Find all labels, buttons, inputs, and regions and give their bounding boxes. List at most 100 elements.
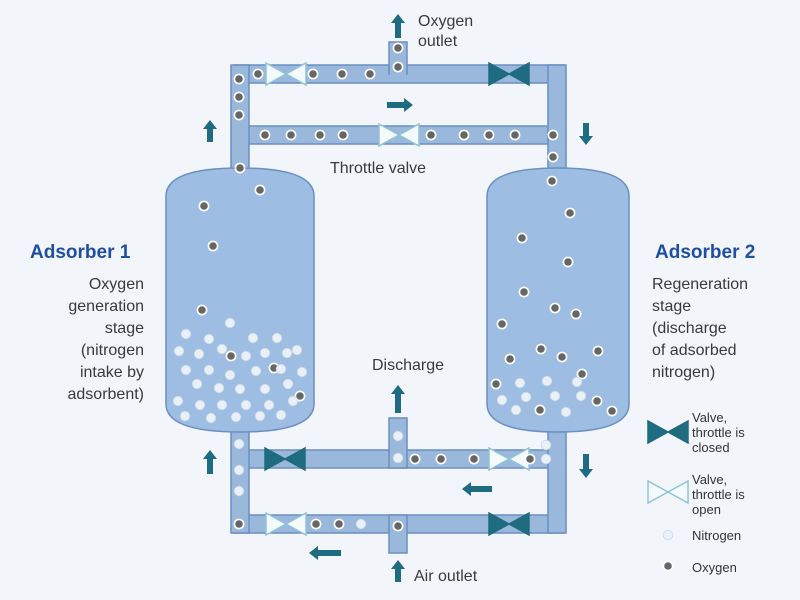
nitrogen-molecule [263, 399, 275, 411]
nitrogen-molecule [520, 391, 532, 403]
oxygen-molecule [547, 151, 559, 163]
oxygen-molecule [233, 518, 245, 530]
oxygen-molecule [564, 207, 576, 219]
adsorber-2-description: Regeneration stage (discharge of adsorbe… [652, 276, 749, 381]
nitrogen-molecule [172, 395, 184, 407]
pipe-joint [549, 66, 565, 82]
oxygen-molecule [207, 240, 219, 252]
nitrogen-molecule [247, 332, 259, 344]
molecules [172, 42, 674, 572]
oxygen-molecule [337, 129, 349, 141]
pipe-joint [549, 451, 565, 467]
oxygen-molecule [364, 68, 376, 80]
nitrogen-molecule [230, 411, 242, 423]
valves [264, 61, 689, 537]
oxygen-molecule [606, 405, 618, 417]
nitrogen-molecule [234, 383, 246, 395]
oxygen-molecule [547, 129, 559, 141]
nitrogen-molecule [180, 328, 192, 340]
oxygen-molecule [333, 518, 345, 530]
oxygen-molecule [504, 353, 516, 365]
nitrogen-molecule [213, 382, 225, 394]
oxygen-molecule [285, 129, 297, 141]
oxygen-molecule [198, 200, 210, 212]
valve-top-left-open [265, 61, 307, 87]
legend-valve-open-label: Valve, throttle is open [692, 472, 745, 517]
oxygen-molecule [535, 343, 547, 355]
adsorber-1-description: Oxygen generation stage (nitrogen intake… [67, 276, 145, 403]
nitrogen-molecule [275, 409, 287, 421]
oxygen-outlet-arrow [391, 14, 405, 38]
oxygen-molecule [458, 129, 470, 141]
right-down-arrow-top [579, 123, 593, 145]
nitrogen-molecule [571, 376, 583, 388]
oxygen-molecule [409, 453, 421, 465]
nitrogen-molecule [224, 369, 236, 381]
air-outlet-label: Air outlet [414, 568, 478, 585]
oxygen-molecule [233, 73, 245, 85]
nitrogen-molecule [549, 390, 561, 402]
nitrogen-molecule [233, 485, 245, 497]
nitrogen-molecule [575, 390, 587, 402]
nitrogen-molecule [250, 365, 262, 377]
oxygen-molecule [294, 390, 306, 402]
nitrogen-molecule [216, 343, 228, 355]
oxygen-outlet-label: Oxygen outlet [418, 13, 474, 50]
oxygen-molecule [314, 129, 326, 141]
nitrogen-molecule [541, 375, 553, 387]
oxygen-molecule [307, 68, 319, 80]
oxygen-molecule [233, 91, 245, 103]
left-up-arrow-bottom [203, 450, 217, 474]
nitrogen-molecule [224, 317, 236, 329]
nitrogen-molecule [540, 453, 552, 465]
top-flow-arrow [387, 98, 413, 112]
nitrogen-molecule [193, 348, 205, 360]
oxygen-molecule [496, 318, 508, 330]
oxygen-molecule [259, 129, 271, 141]
nitrogen-molecule [233, 438, 245, 450]
oxygen-molecule [490, 378, 502, 390]
nitrogen-molecule [275, 363, 287, 375]
nitrogen-molecule [254, 410, 266, 422]
valve-top-right-closed [488, 61, 530, 87]
valve-air-left-open [265, 511, 307, 537]
nitrogen-molecule [203, 364, 215, 376]
nitrogen-molecule [240, 399, 252, 411]
pipe-joint [549, 516, 565, 532]
oxygen-molecule [310, 518, 322, 530]
adsorber-1-title: Adsorber 1 [30, 242, 131, 263]
nitrogen-molecule [271, 332, 283, 344]
nitrogen-molecule [287, 395, 299, 407]
nitrogen-molecule [281, 347, 293, 359]
oxygen-molecule [546, 175, 558, 187]
nitrogen-molecule [173, 345, 185, 357]
nitrogen-molecule [191, 378, 203, 390]
throttle-valve-open [378, 122, 420, 148]
oxygen-molecule [392, 61, 404, 73]
nitrogen-molecule [203, 333, 215, 345]
oxygen-molecule [524, 453, 536, 465]
valve-bottom-left-closed [264, 446, 306, 472]
nitrogen-molecule [510, 404, 522, 416]
oxygen-molecule [576, 368, 588, 380]
right-down-arrow-bottom [579, 454, 593, 478]
oxygen-molecule [336, 68, 348, 80]
oxygen-molecule [252, 68, 264, 80]
valve-air-right-closed [488, 511, 530, 537]
legend-valve-closed-label: Valve, throttle is closed [692, 410, 745, 455]
nitrogen-molecule [291, 344, 303, 356]
oxygen-molecule [196, 304, 208, 316]
nitrogen-molecule [194, 399, 206, 411]
oxygen-molecule [392, 520, 404, 532]
oxygen-molecule [468, 453, 480, 465]
nitrogen-molecule [205, 412, 217, 424]
bottom-flow-arrow [462, 482, 492, 496]
legend-oxygen-label: Oxygen [692, 560, 737, 575]
throttle-valve-label: Throttle valve [330, 160, 427, 177]
pipe-joint [232, 127, 248, 143]
nitrogen-molecule [180, 364, 192, 376]
nitrogen-molecule [560, 406, 572, 418]
oxygen-molecule [392, 42, 404, 54]
pipe-joint [232, 451, 248, 467]
